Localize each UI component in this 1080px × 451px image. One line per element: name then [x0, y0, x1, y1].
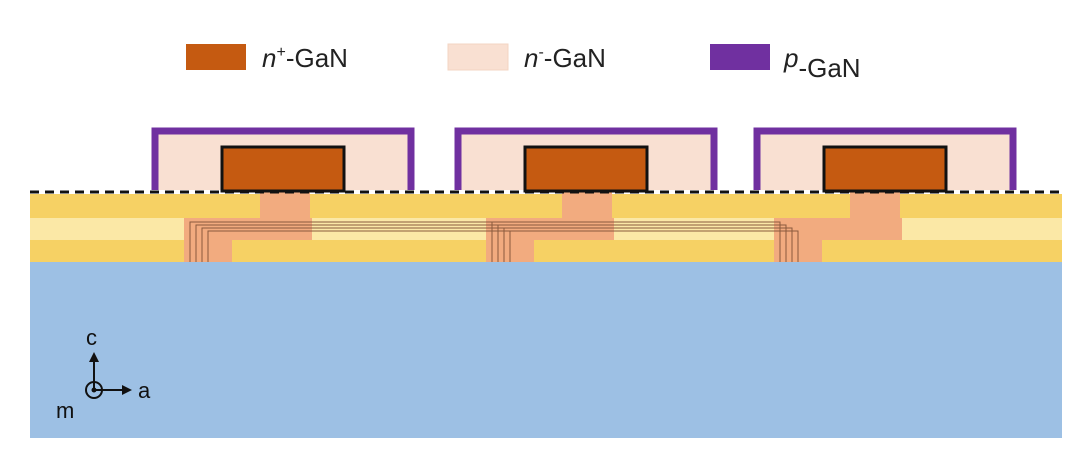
legend-swatch-p-gan [710, 44, 770, 70]
legend-label-p-gan: p-GaN [783, 43, 861, 83]
mesa-p-gan-shell [454, 127, 718, 190]
mesa-structures [151, 127, 1017, 193]
m-axis-label: m [56, 398, 74, 423]
a-axis-arrowhead [122, 385, 132, 395]
via-step-line [207, 230, 262, 262]
a-axis-label: a [138, 378, 151, 403]
legend-label-n-minus-gan: n--GaN [524, 43, 606, 73]
legend: n+-GaN n--GaN p-GaN [186, 43, 861, 83]
substrate [30, 262, 1062, 438]
via-middle-block [184, 218, 312, 240]
mesa-n-plus-gan [523, 145, 649, 193]
mesa [151, 127, 415, 193]
via-step-line [262, 224, 787, 262]
via-step-line [262, 227, 793, 262]
via-step-line [262, 230, 799, 262]
m-axis-dot [91, 387, 97, 393]
via-step-line [189, 221, 262, 262]
via-step-line [262, 221, 781, 262]
mesa-p-gan-shell [753, 127, 1017, 190]
via-step-line [195, 224, 262, 262]
via-middle-block [486, 218, 614, 240]
mesa-n-plus-gan [822, 145, 948, 193]
via-step-line [201, 227, 262, 262]
c-axis-label: c [86, 325, 97, 350]
m-axis-circle [85, 381, 103, 399]
layer-top [30, 194, 1062, 218]
legend-swatch-n-plus-gan [186, 44, 246, 70]
legend-label-n-plus-gan: n+-GaN [262, 43, 348, 73]
axis-indicator: c a m [56, 325, 151, 423]
mesa-p-gan-shell [151, 127, 415, 190]
mesa-n-plus-gan [220, 145, 346, 193]
c-axis-arrowhead [89, 352, 99, 362]
mesa [753, 127, 1017, 193]
via-middle-block [774, 218, 902, 240]
legend-swatch-n-minus-gan [447, 43, 509, 71]
mesa [454, 127, 718, 193]
